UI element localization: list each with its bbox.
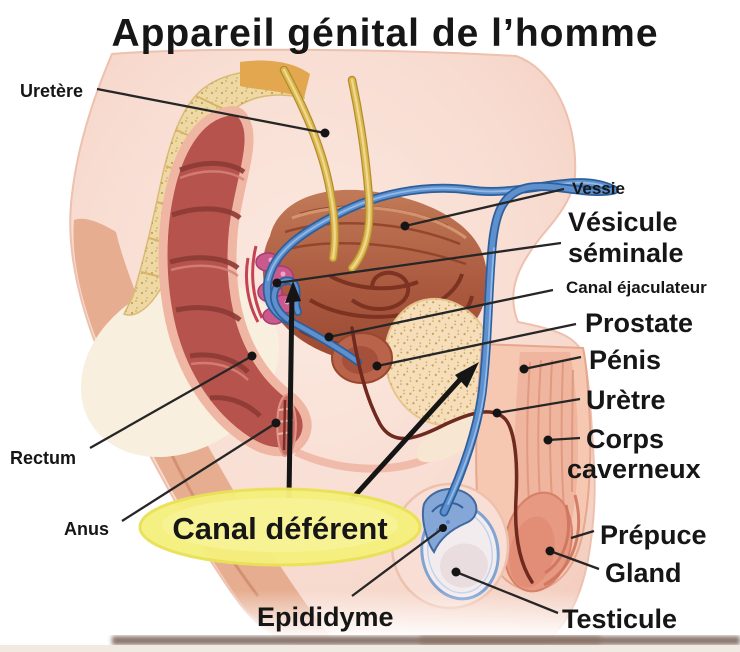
label-gland: Gland (605, 558, 682, 588)
label-prostate: Prostate (585, 308, 693, 338)
page-title: Appareil génital de l’homme (111, 12, 658, 55)
label-anus: Anus (64, 519, 109, 539)
leader-line-vessie (404, 187, 565, 228)
label-canal-ejaculateur: Canal éjaculateur (566, 278, 707, 297)
leader-line-vesicule-seminale (276, 241, 562, 285)
vessels (244, 245, 264, 323)
leader-line-prepuce (570, 529, 595, 540)
leader-line-corps-caverneux (547, 436, 581, 442)
vas-deferens-descending (439, 181, 619, 517)
label-prepuce: Prépuce (600, 520, 707, 550)
label-rectum: Rectum (10, 448, 76, 468)
rectum-shape (158, 106, 312, 457)
leader-line-anus (121, 422, 277, 522)
leader-line-penis (523, 355, 582, 371)
leader-line-epididyme (351, 527, 444, 597)
highlight-ellipse (138, 487, 422, 567)
pubic-bone-shape (383, 297, 497, 463)
leader-lines (89, 87, 600, 615)
pelvic-floor (294, 448, 432, 473)
leader-line-testicule (455, 570, 559, 615)
label-uretere: Uretère (20, 81, 83, 101)
leader-line-uretere (96, 87, 326, 135)
anus-shape (276, 392, 297, 458)
leader-line-prostate (376, 322, 577, 368)
label-vesicule-seminale-line1: Vésicule (568, 207, 678, 237)
label-testicule: Testicule (562, 604, 677, 634)
label-vesicule-seminale-line2: séminale (568, 238, 684, 268)
label-corps-caverneux-line1: Corps (586, 424, 664, 454)
label-penis: Pénis (589, 345, 661, 375)
highlight-pointer-lines (285, 281, 479, 502)
label-corps-caverneux-line2: caverneux (567, 454, 701, 484)
leader-line-rectum (89, 355, 253, 449)
prepuce-fold (543, 494, 581, 587)
leader-line-gland (549, 549, 600, 571)
leader-line-uretre (496, 397, 581, 415)
label-canal-deferent: Canal déférent (172, 511, 387, 546)
label-uretre: Urètre (586, 385, 666, 415)
rectum-folds (169, 160, 262, 418)
label-vessie: Vessie (572, 179, 625, 198)
label-epididyme: Epididyme (257, 602, 394, 632)
leader-line-canal-ejaculateur (328, 288, 554, 339)
ureter-tubes (279, 65, 374, 273)
rectum-fold-highlights (170, 170, 249, 381)
